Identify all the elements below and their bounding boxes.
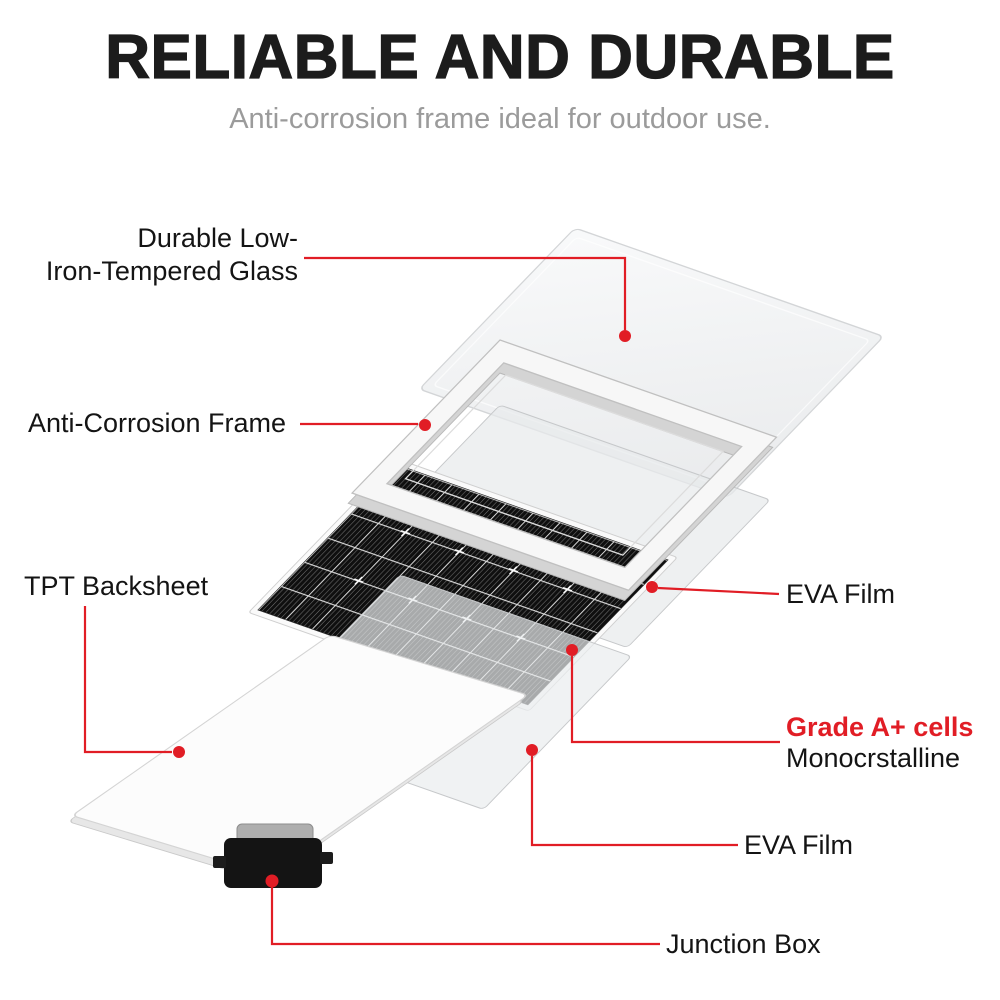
callout-dot-glass <box>619 330 631 342</box>
label-glass: Durable Low- Iron-Tempered Glass <box>30 222 298 288</box>
callout-line-eva-top <box>657 586 780 596</box>
callout-line-glass <box>304 256 627 330</box>
label-eva-film-top: EVA Film <box>786 579 896 609</box>
callout-dot-eva-bottom <box>526 744 538 756</box>
callout-dot-junction <box>265 874 279 888</box>
frame-inner-lip <box>404 374 725 556</box>
frame-ring <box>350 339 778 591</box>
label-frame: Anti-Corrosion Frame <box>28 408 287 438</box>
junction-box-body <box>224 838 322 888</box>
callout-line-eva-bottom <box>530 756 738 847</box>
frame-layer <box>347 339 778 601</box>
page-subtitle: Anti-corrosion frame ideal for outdoor u… <box>229 103 771 135</box>
tpt-backsheet-layer <box>70 635 526 881</box>
label-cells-type: Monocrstalline <box>786 743 961 773</box>
junction-box-tab-left <box>213 856 226 868</box>
callout-dot-backsheet <box>173 746 185 758</box>
callout-line-backsheet <box>83 606 172 754</box>
callouts <box>83 256 780 946</box>
callout-dot-eva-top <box>646 581 658 593</box>
label-cells-grade: Grade A+ cells <box>786 712 974 742</box>
callout-dot-frame <box>419 419 431 431</box>
label-cells: Grade A+ cells Monocrstalline <box>786 712 973 774</box>
label-eva-film-bottom: EVA Film <box>744 830 854 860</box>
page-title: RELIABLE AND DURABLE <box>105 22 895 92</box>
label-junction-box: Junction Box <box>666 929 821 959</box>
label-backsheet: TPT Backsheet <box>24 571 209 601</box>
backsheet-sheet <box>74 635 526 875</box>
label-glass-line2: Iron-Tempered Glass <box>45 256 298 286</box>
callout-line-cells <box>570 656 780 744</box>
callout-line-junction <box>270 887 660 946</box>
callout-dot-cells <box>566 644 578 656</box>
junction-box-tab-right <box>320 852 333 864</box>
junction-box <box>213 823 333 888</box>
label-glass-line1: Durable Low- <box>137 223 298 253</box>
